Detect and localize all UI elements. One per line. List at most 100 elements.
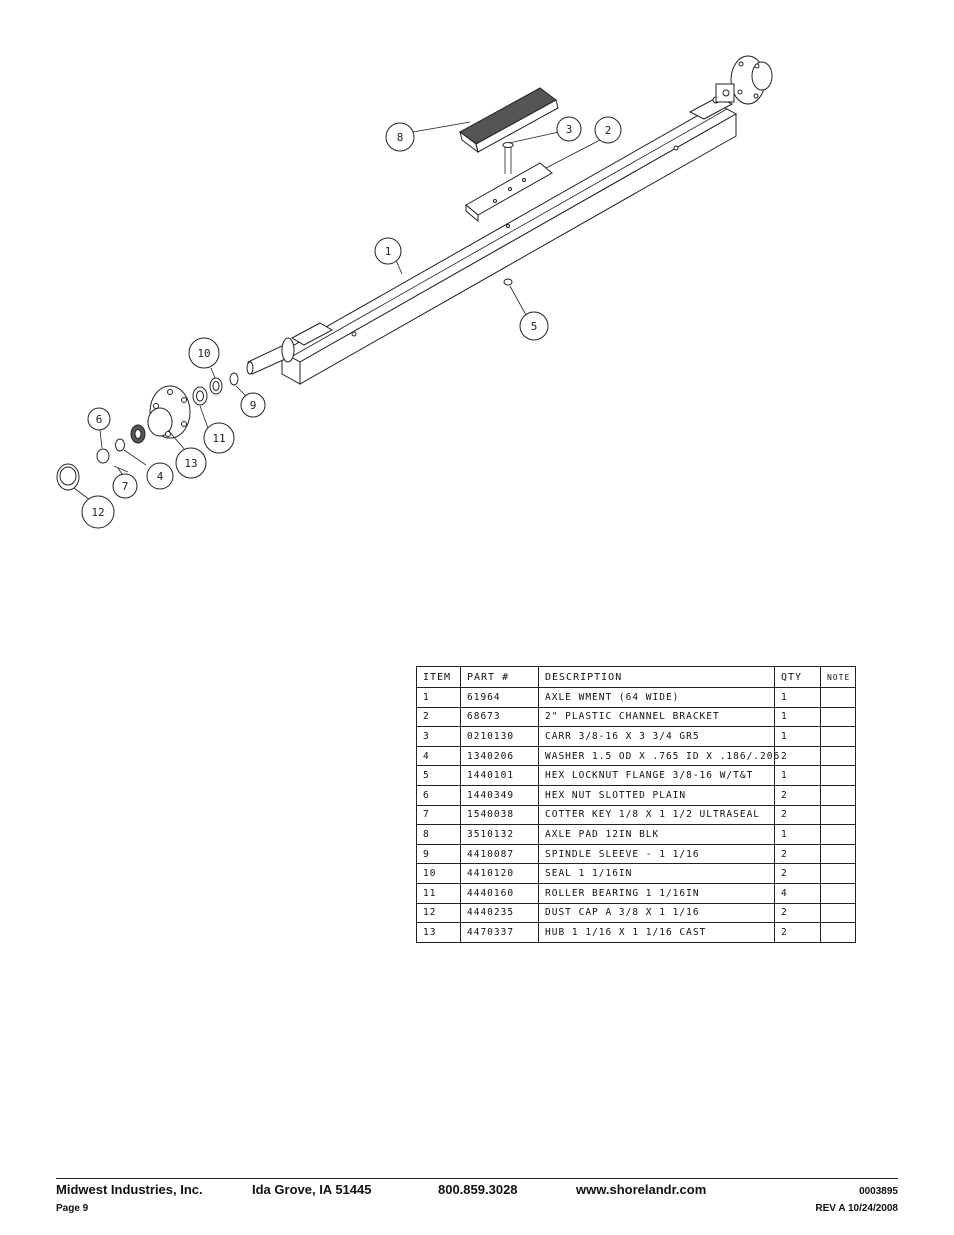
table-cell-part: 61964 (460, 687, 539, 708)
washer (115, 438, 125, 452)
table-cell-item: 9 (416, 843, 461, 865)
table-header-row: ITEM PART # DESCRIPTION QTY NOTE (416, 666, 856, 688)
table-cell-note (820, 726, 856, 747)
table-cell-item: 4 (416, 745, 461, 767)
table-cell-description: CARR 3/8-16 X 3 3/4 GR5 (538, 726, 775, 747)
table-cell-qty: 2 (774, 784, 821, 806)
callout-1-label: 1 (385, 245, 392, 258)
table-cell-description: DUST CAP A 3/8 X 1 1/16 (538, 902, 775, 924)
table-cell-description: SPINDLE SLEEVE - 1 1/16 (538, 843, 775, 865)
table-cell-item: 11 (416, 882, 461, 904)
table-cell-item: 13 (416, 922, 461, 943)
table-cell-qty: 4 (774, 882, 821, 904)
table-cell-part: 1440101 (460, 765, 539, 786)
footer-website[interactable]: www.shorelandr.com (576, 1182, 707, 1197)
table-cell-item: 6 (416, 784, 461, 806)
table-cell-note (820, 902, 856, 924)
callout-12: 12 (81, 495, 115, 529)
exploded-axle-diagram: 8 3 2 1 5 10 9 11 6 13 4 7 12 (56, 55, 773, 529)
table-cell-description: HEX LOCKNUT FLANGE 3/8-16 W/T&T (538, 765, 775, 786)
table-cell-qty: 1 (774, 726, 821, 747)
table-cell-qty: 2 (774, 804, 821, 826)
table-cell-note (820, 843, 856, 865)
header-qty: QTY (774, 666, 821, 688)
table-cell-note (820, 863, 856, 884)
callout-6-label: 6 (96, 413, 103, 426)
table-cell-description: WASHER 1.5 OD X .765 ID X .186/.206 (538, 745, 779, 767)
table-cell-note (820, 824, 856, 845)
callout-5: 5 (519, 311, 549, 341)
table-cell-item: 3 (416, 726, 461, 747)
dust-cap (56, 463, 80, 491)
callout-3-label: 3 (566, 123, 573, 136)
table-cell-description: 2" PLASTIC CHANNEL BRACKET (538, 706, 775, 728)
table-cell-item: 12 (416, 902, 461, 924)
footer-page-number: Page 9 (56, 1203, 89, 1214)
hub (147, 385, 191, 439)
callout-4: 4 (146, 462, 174, 490)
callout-7-label: 7 (122, 480, 129, 493)
table-cell-qty: 1 (774, 765, 821, 786)
header-description: DESCRIPTION (538, 666, 775, 688)
table-cell-description: HEX NUT SLOTTED PLAIN (538, 784, 775, 806)
left-spindle (246, 337, 295, 375)
footer-company: Midwest Industries, Inc. (56, 1182, 203, 1197)
table-cell-part: 4410087 (460, 843, 539, 865)
axle-tube (280, 96, 738, 385)
table-cell-part: 3510132 (460, 824, 539, 845)
table-cell-note (820, 922, 856, 943)
outer-bearing (130, 424, 146, 444)
table-cell-note (820, 804, 856, 826)
table-cell-item: 7 (416, 804, 461, 826)
callout-13: 13 (175, 447, 207, 479)
header-note: NOTE (820, 666, 856, 688)
table-cell-qty: 2 (774, 863, 821, 884)
table-cell-note (820, 882, 856, 904)
table-cell-description: COTTER KEY 1/8 X 1 1/2 ULTRASEAL (538, 804, 775, 826)
callout-11: 11 (203, 422, 235, 454)
table-cell-part: 1540038 (460, 804, 539, 826)
table-cell-description: AXLE WMENT (64 WIDE) (538, 687, 775, 708)
slotted-nut (96, 448, 110, 464)
callout-7: 7 (112, 473, 138, 499)
table-cell-note (820, 687, 856, 708)
header-part-number: PART # (460, 666, 539, 688)
table-cell-qty: 2 (774, 745, 821, 767)
callout-10: 10 (188, 337, 220, 369)
callout-6: 6 (87, 407, 111, 431)
footer-doc-number: 0003895 (859, 1186, 898, 1197)
callout-1: 1 (374, 237, 402, 265)
table-cell-qty: 2 (774, 843, 821, 865)
callout-12-label: 12 (91, 506, 104, 519)
table-cell-item: 10 (416, 863, 461, 884)
table-cell-part: 4440160 (460, 882, 539, 904)
callout-2: 2 (594, 116, 622, 144)
callout-9: 9 (240, 392, 266, 418)
cotter-key (113, 465, 129, 473)
callout-3: 3 (556, 116, 582, 142)
table-cell-item: 1 (416, 687, 461, 708)
table-cell-qty: 1 (774, 706, 821, 728)
callout-11-label: 11 (212, 432, 225, 445)
table-cell-note (820, 765, 856, 786)
callout-10-label: 10 (197, 347, 210, 360)
footer-location: Ida Grove, IA 51445 (252, 1182, 372, 1197)
hex-locknut (503, 278, 513, 286)
footer-revision: REV A 10/24/2008 (815, 1203, 898, 1214)
callout-9-label: 9 (250, 399, 257, 412)
table-cell-description: SEAL 1 1/16IN (538, 863, 775, 884)
footer-phone: 800.859.3028 (438, 1182, 518, 1197)
table-cell-part: 1440349 (460, 784, 539, 806)
